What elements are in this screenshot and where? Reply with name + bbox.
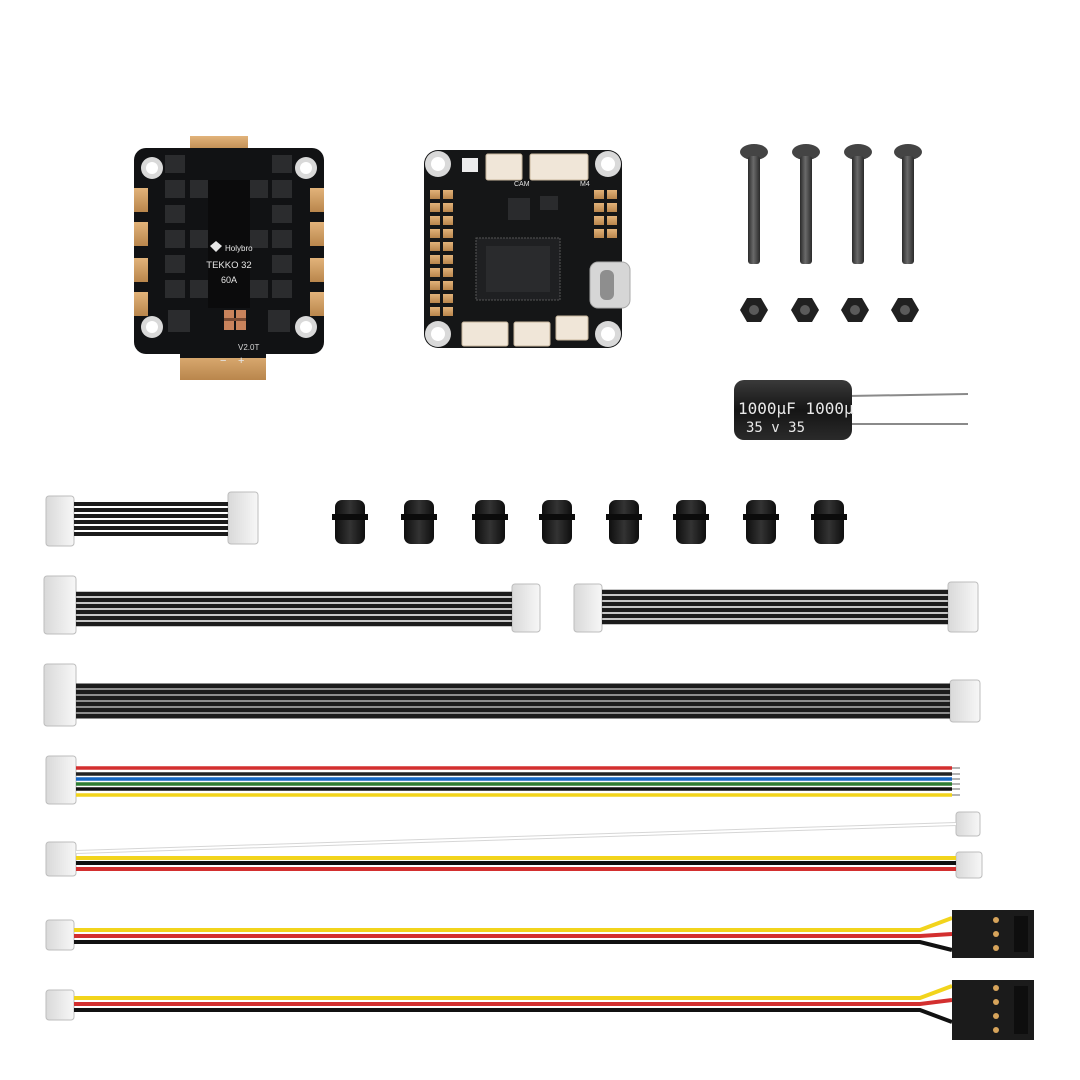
fc-top-connector-2 [529, 153, 589, 181]
esc-model-text: TEKKO 32 [206, 260, 251, 271]
cable-long-black [43, 663, 981, 727]
screws [740, 144, 922, 264]
fc-right-pads [594, 190, 617, 238]
nut [791, 298, 819, 322]
cable-servo-lead-a [45, 910, 1034, 958]
cable-medium-black-a [43, 575, 541, 635]
nut [740, 298, 768, 322]
nuts [740, 298, 919, 322]
cable-white-yellow-black-red [45, 811, 983, 879]
grommet [743, 500, 779, 544]
holybro-logo [210, 241, 222, 252]
esc-side-pads [134, 188, 324, 316]
capacitor-lead-1 [847, 393, 969, 397]
screw [740, 144, 768, 264]
esc-mosfets [165, 155, 292, 332]
grommet [401, 500, 437, 544]
fc-boot-button [462, 158, 478, 172]
esc-shunts [224, 310, 246, 330]
fc-bottom-connector-1 [461, 321, 509, 347]
fc-top-connector-1 [485, 153, 523, 181]
screw [894, 144, 922, 264]
fc-bottom-connector-2 [513, 321, 551, 347]
esc-mount-holes [141, 157, 317, 338]
capacitor: 1000µF 1000µ 35 v 35 [734, 380, 969, 440]
grommet [472, 500, 508, 544]
fc-m4-label: M4 [580, 181, 590, 188]
esc-version-text: V2.0T [238, 343, 259, 352]
fc-mount-holes [425, 151, 621, 347]
fc-regulator [540, 196, 558, 210]
screw [844, 144, 872, 264]
fc-left-pads [430, 190, 453, 316]
fc-cam-label: CAM [514, 181, 530, 188]
flight-controller-board: CAM M4 [424, 150, 631, 348]
grommet [811, 500, 847, 544]
screw [792, 144, 820, 264]
nut [891, 298, 919, 322]
grommet [332, 500, 368, 544]
esc-rating-text: 60A [221, 275, 237, 285]
capacitor-text-line1: 1000µF 1000µ [738, 399, 854, 418]
cable-medium-black-b [573, 581, 979, 633]
esc-plus-label: + [238, 355, 244, 367]
capacitor-body [734, 380, 852, 440]
cable-servo-lead-b [45, 980, 1034, 1040]
grommet [606, 500, 642, 544]
fc-bottom-connector-3 [555, 315, 589, 341]
capacitor-text-line2: 35 v 35 [746, 420, 805, 436]
esc-board: Holybro TEKKO 32 60A V2.0T − + [134, 136, 324, 380]
fc-gyro-chip [508, 198, 530, 220]
esc-minus-label: − [220, 355, 226, 367]
grommets [332, 500, 847, 544]
cable-short-black [45, 491, 259, 547]
fc-mcu-die [486, 246, 550, 292]
esc-brand-text: Holybro [225, 244, 253, 253]
cable-multicolor [45, 755, 960, 805]
nut [841, 298, 869, 322]
grommet [539, 500, 575, 544]
grommet [673, 500, 709, 544]
